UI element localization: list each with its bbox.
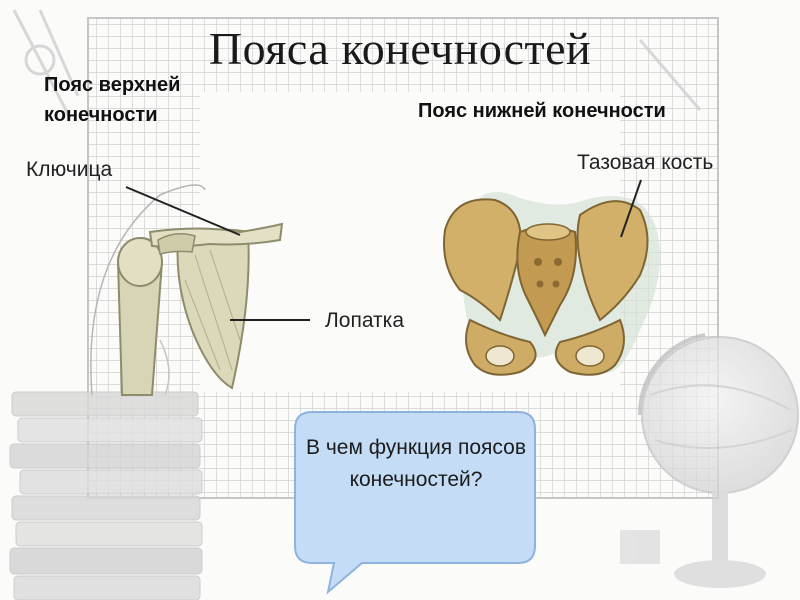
slide-title: Пояса конечностей — [0, 22, 800, 75]
lower-girdle-heading: Пояс нижней конечности — [418, 100, 666, 123]
scapula-label: Лопатка — [325, 309, 404, 333]
upper-girdle-heading: Пояс верхней конечности — [44, 70, 274, 130]
books-stack-decoration — [10, 392, 202, 600]
clavicle-label: Ключица — [26, 158, 112, 182]
pelvic-bone-label: Тазовая кость — [577, 151, 713, 175]
question-text: В чем функция поясов конечностей? — [300, 432, 532, 496]
